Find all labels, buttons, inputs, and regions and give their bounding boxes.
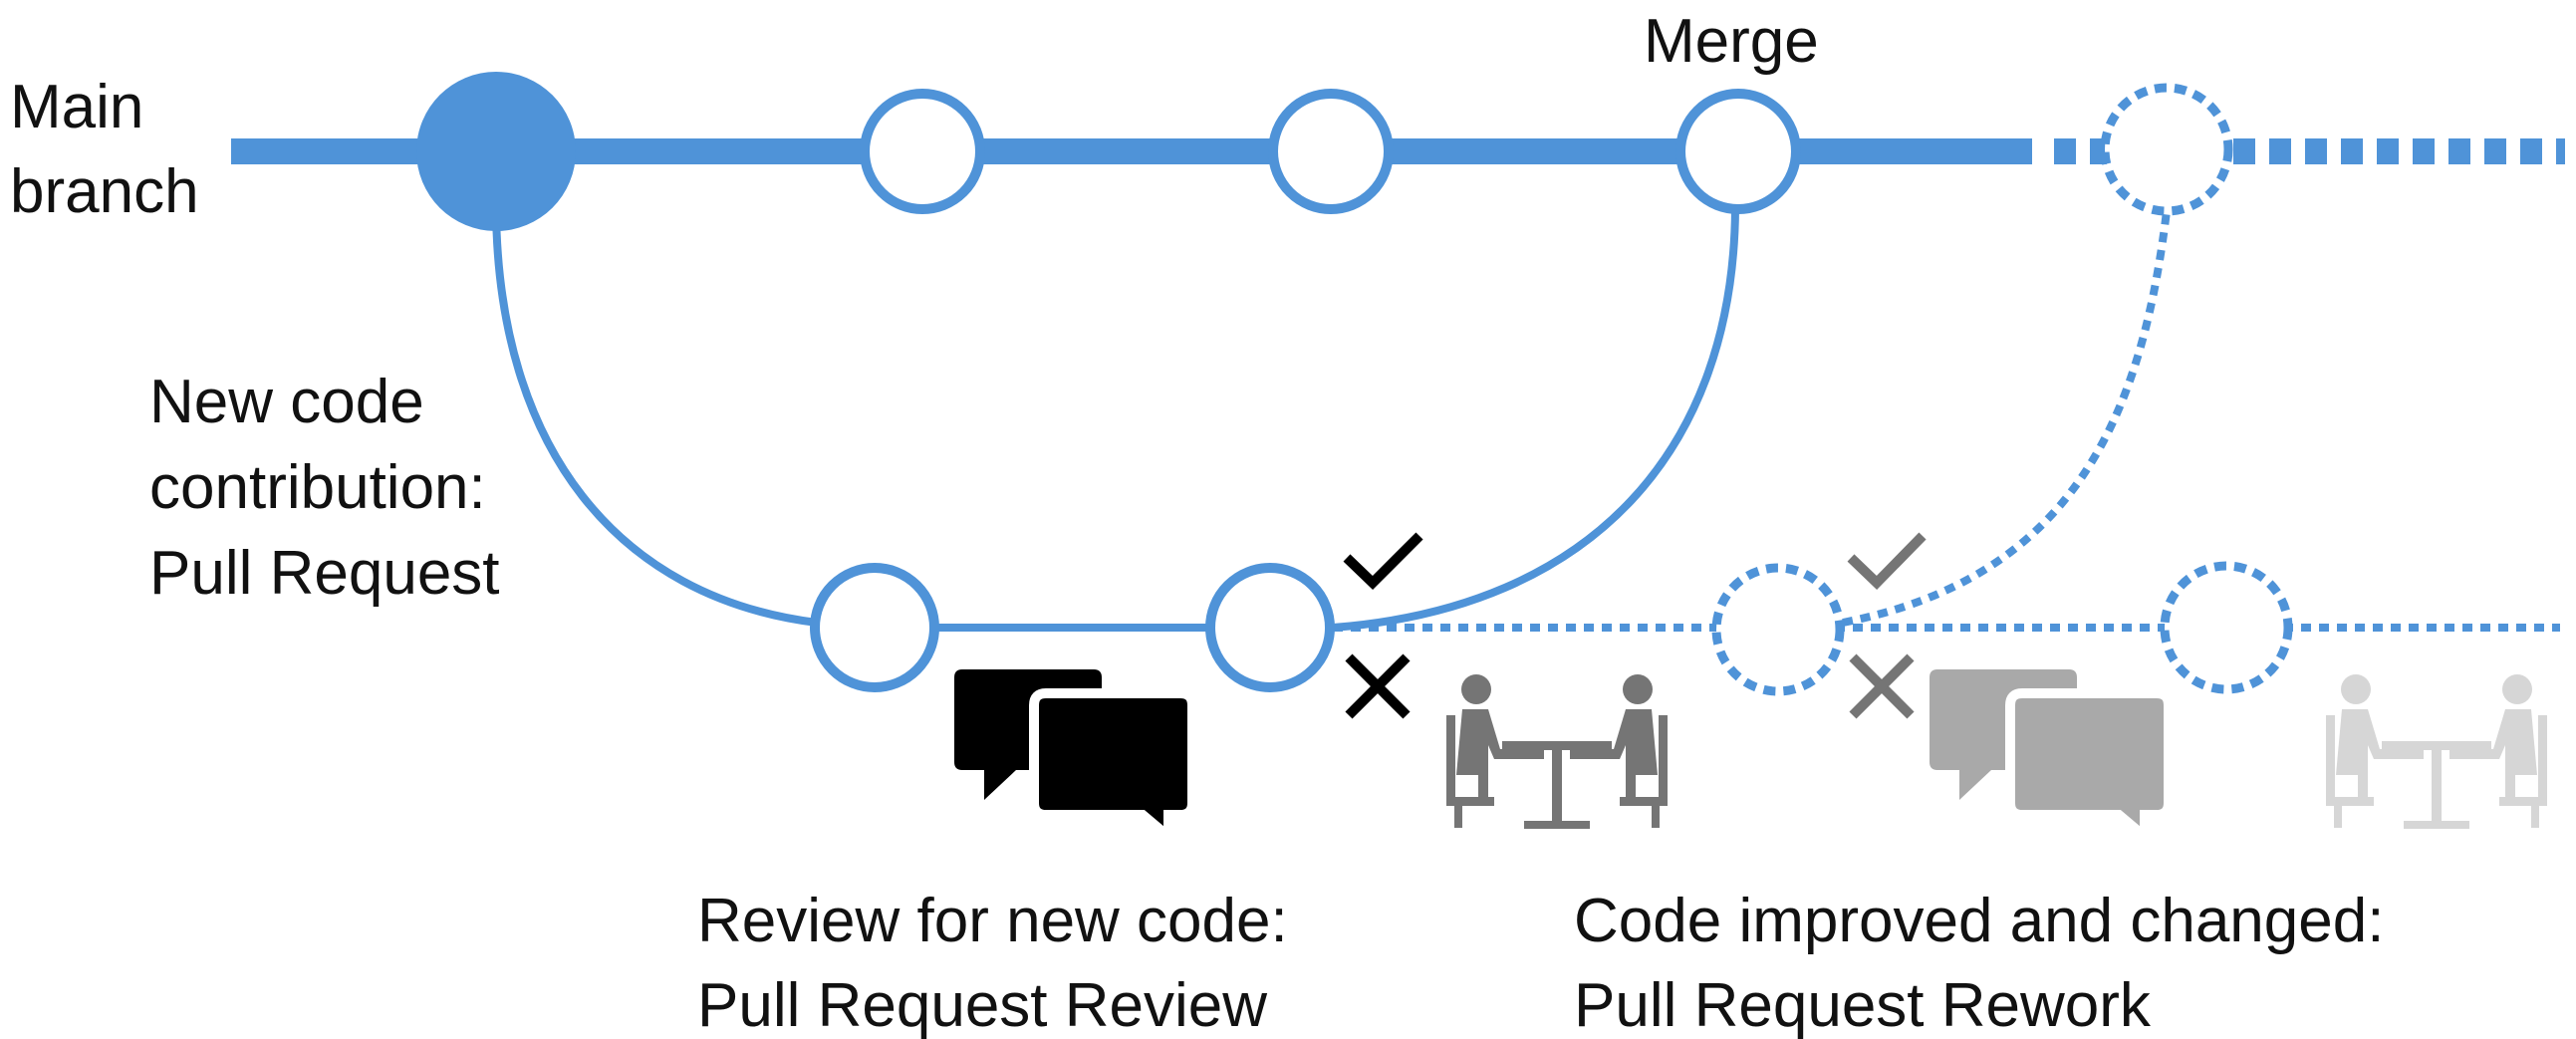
rework-commit [2160,561,2293,694]
rework-commit [1711,563,1845,696]
main-commit-start [416,72,576,231]
contribution-label: New code [149,368,424,436]
merge-label: Merge [1644,7,1819,76]
rework-label: Pull Request Rework [1574,971,2152,1039]
future-main-commit [2100,83,2233,216]
meeting-table-icon [1446,674,1668,829]
main-branch-label: Main [10,73,143,141]
pr-branch-out-curve [492,208,818,627]
main-commit [1268,89,1394,214]
pr-commit [810,563,939,692]
contribution-label: Pull Request [149,539,500,608]
rework-merge-curve [1842,210,2171,627]
check-icon [1343,532,1423,591]
merge-commit [1675,89,1801,214]
rework-label: Code improved and changed: [1574,887,2384,955]
review-label: Pull Request Review [697,971,1267,1039]
review-label: Review for new code: [697,887,1288,955]
cross-icon [1849,653,1915,719]
speech-bubbles-icon [954,669,1197,848]
main-branch-label: branch [10,157,199,226]
pr-commit [1205,563,1335,692]
main-commit [860,89,985,214]
check-icon [1847,532,1927,591]
cross-icon [1345,653,1411,719]
speech-bubbles-icon [1930,669,2174,848]
contribution-label: contribution: [149,453,486,522]
meeting-table-icon [2326,674,2547,829]
pr-merge-curve [1332,208,1739,632]
